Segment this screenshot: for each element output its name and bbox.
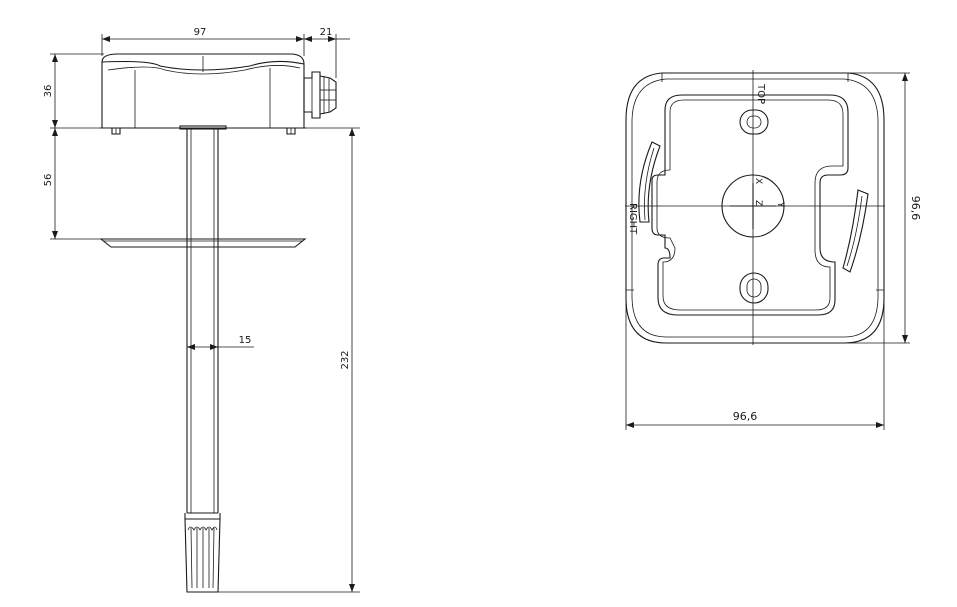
dim-probe-diameter: 15 — [187, 335, 254, 350]
right-clip — [842, 189, 869, 273]
top-view: TOP RIGHT X Y Z 96,6 96,6 — [625, 70, 922, 430]
top-label: TOP — [755, 83, 766, 104]
dim-total-length: 232 — [218, 127, 360, 593]
axis-x-label: X — [753, 178, 763, 184]
axis-y-label: Y — [775, 201, 785, 208]
dim-height-label: 96,6 — [909, 196, 922, 221]
dim-36-label: 36 — [43, 85, 54, 98]
dim-housing-height: 36 — [43, 53, 104, 129]
probe-tube — [179, 125, 227, 514]
cable-gland — [303, 71, 337, 119]
housing-body — [100, 53, 306, 135]
dim-top-height: 96,6 — [848, 72, 922, 344]
dim-gland-width: 21 — [304, 27, 350, 78]
filter-tip — [184, 513, 221, 593]
dim-width-label: 96,6 — [733, 410, 758, 423]
mounting-slot-top — [739, 109, 769, 135]
dim-21-label: 21 — [320, 27, 333, 38]
mounting-slot-bottom — [739, 272, 769, 304]
dim-top-width: 96,6 — [625, 300, 885, 430]
dim-housing-width: 97 — [101, 27, 305, 56]
outer-outline — [625, 72, 885, 344]
left-clip — [638, 141, 661, 223]
dim-flange-offset: 56 — [43, 128, 104, 240]
axis-z-label: Z — [753, 200, 763, 206]
center-hole — [625, 70, 885, 345]
dim-56-label: 56 — [43, 174, 54, 187]
dim-232-label: 232 — [340, 350, 351, 369]
side-view: 97 21 36 56 15 — [43, 27, 360, 593]
dim-15-label: 15 — [239, 335, 252, 346]
inner-base-outline — [651, 94, 849, 316]
right-label: RIGHT — [627, 203, 638, 235]
mounting-flange — [99, 238, 307, 248]
dim-97-label: 97 — [194, 27, 207, 38]
